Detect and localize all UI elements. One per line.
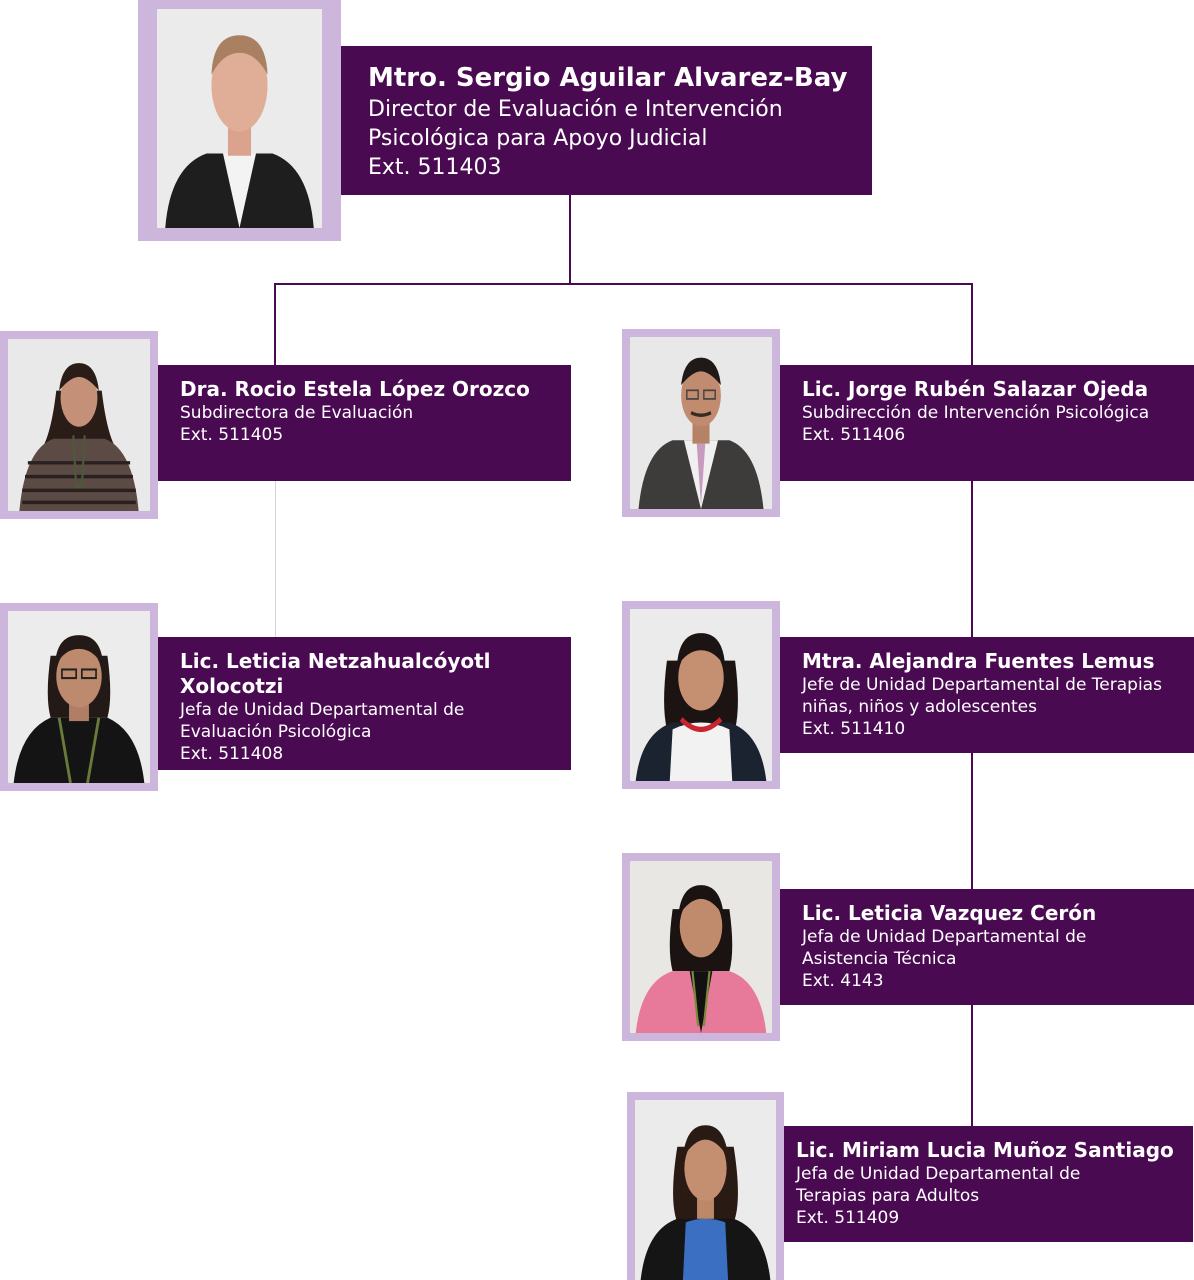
jud-evaluacion-ext: Ext. 511408 bbox=[180, 744, 284, 764]
sub-evaluacion-role: Subdirectora de Evaluación bbox=[180, 403, 414, 423]
jud-evaluacion-role: Jefa de Unidad Departamental de Evaluaci… bbox=[180, 700, 465, 742]
jud-terapias-adultos-name: Lic. Miriam Lucia Muñoz Santiago bbox=[796, 1138, 1174, 1162]
jud-evaluacion-name: Lic. Leticia Netzahualcóyotl Xolocotzi bbox=[180, 649, 491, 698]
jud-asistencia-photo bbox=[622, 853, 780, 1041]
connector-right-branch-1 bbox=[971, 480, 973, 638]
jud-evaluacion-portrait bbox=[8, 611, 150, 783]
sub-intervencion-name: Lic. Jorge Rubén Salazar Ojeda bbox=[802, 377, 1149, 401]
director-card: Mtro. Sergio Aguilar Alvarez-Bay Directo… bbox=[341, 46, 872, 195]
director-ext: Ext. 511403 bbox=[368, 155, 502, 180]
jud-evaluacion-photo bbox=[0, 603, 158, 791]
connector-right-branch-2 bbox=[971, 752, 973, 890]
sub-intervencion-photo bbox=[622, 329, 780, 517]
sub-evaluacion-ext: Ext. 511405 bbox=[180, 425, 284, 445]
jud-terapias-ninos-ext: Ext. 511410 bbox=[802, 719, 906, 739]
jud-terapias-adultos-card: Lic. Miriam Lucia Muñoz Santiago Jefa de… bbox=[784, 1126, 1193, 1242]
sub-intervencion-role: Subdirección de Intervención Psicológica bbox=[802, 403, 1150, 423]
connector-right-drop bbox=[971, 283, 973, 366]
jud-asistencia-role: Jefa de Unidad Departamental de Asistenc… bbox=[802, 927, 1087, 969]
director-portrait bbox=[157, 9, 322, 228]
jud-evaluacion-card: Lic. Leticia Netzahualcóyotl Xolocotzi J… bbox=[158, 637, 571, 770]
jud-terapias-ninos-photo bbox=[622, 601, 780, 789]
jud-terapias-adultos-portrait bbox=[635, 1100, 776, 1280]
jud-terapias-adultos-photo bbox=[627, 1092, 784, 1280]
sub-intervencion-portrait bbox=[630, 337, 772, 509]
connector-horizontal bbox=[274, 283, 973, 285]
jud-asistencia-name: Lic. Leticia Vazquez Cerón bbox=[802, 901, 1097, 925]
sub-evaluacion-photo bbox=[0, 331, 158, 519]
jud-terapias-adultos-ext: Ext. 511409 bbox=[796, 1208, 900, 1228]
jud-terapias-ninos-card: Mtra. Alejandra Fuentes Lemus Jefe de Un… bbox=[780, 637, 1194, 753]
jud-asistencia-portrait bbox=[630, 861, 772, 1033]
connector-left-drop bbox=[274, 283, 276, 366]
director-photo bbox=[138, 0, 341, 241]
sub-evaluacion-name: Dra. Rocio Estela López Orozco bbox=[180, 377, 530, 401]
jud-terapias-ninos-role: Jefe de Unidad Departamental de Terapias… bbox=[802, 675, 1162, 717]
jud-asistencia-card: Lic. Leticia Vazquez Cerón Jefa de Unida… bbox=[780, 889, 1194, 1005]
connector-left-branch bbox=[275, 480, 276, 638]
director-role: Director de Evaluación e Intervención Ps… bbox=[368, 97, 783, 151]
connector-director-down bbox=[569, 194, 571, 284]
jud-terapias-ninos-portrait bbox=[630, 609, 772, 781]
sub-intervencion-ext: Ext. 511406 bbox=[802, 425, 906, 445]
sub-evaluacion-portrait bbox=[8, 339, 150, 511]
jud-terapias-ninos-name: Mtra. Alejandra Fuentes Lemus bbox=[802, 649, 1155, 673]
connector-right-branch-3 bbox=[971, 1004, 973, 1127]
jud-terapias-adultos-role: Jefa de Unidad Departamental de Terapias… bbox=[796, 1164, 1081, 1206]
sub-intervencion-card: Lic. Jorge Rubén Salazar Ojeda Subdirecc… bbox=[780, 365, 1194, 481]
jud-asistencia-ext: Ext. 4143 bbox=[802, 971, 884, 991]
director-name: Mtro. Sergio Aguilar Alvarez-Bay bbox=[368, 63, 848, 93]
sub-evaluacion-card: Dra. Rocio Estela López Orozco Subdirect… bbox=[158, 365, 571, 481]
